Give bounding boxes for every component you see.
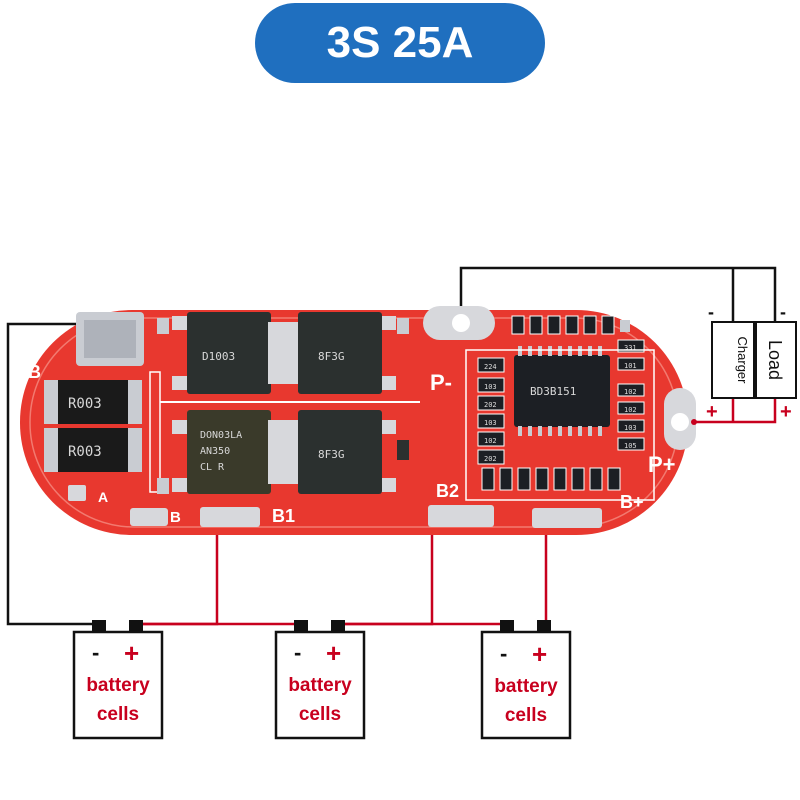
label-b-plus: B+: [620, 492, 644, 512]
svg-text:D1003: D1003: [202, 350, 235, 363]
smd-cap-1: [157, 318, 169, 334]
shunt-resistor-2-label: R003: [68, 444, 102, 460]
load-plus: +: [780, 401, 792, 423]
svg-text:101: 101: [624, 362, 637, 370]
label-b1: B1: [272, 506, 295, 526]
mosfet-area-frame: [149, 371, 161, 493]
smd-top-row: [511, 315, 630, 335]
mosfet-4: 8F3G: [276, 410, 396, 494]
charger: Charger - +: [706, 302, 755, 423]
charger-minus: -: [708, 302, 714, 322]
battery-1-minus: -: [92, 640, 99, 665]
pad-b-plus: [532, 508, 602, 528]
battery-1-plus: +: [124, 638, 139, 668]
load-box: [755, 321, 797, 399]
label-p-minus: P-: [430, 370, 452, 395]
svg-text:103: 103: [484, 419, 497, 427]
svg-text:105: 105: [624, 442, 637, 450]
svg-text:8F3G: 8F3G: [318, 448, 345, 461]
smd-cap-3: [157, 478, 169, 494]
svg-text:102: 102: [484, 437, 497, 445]
title-badge: 3S 25A: [255, 3, 545, 83]
battery-3-line2: cells: [505, 705, 547, 726]
svg-text:103: 103: [624, 424, 637, 432]
svg-text:102: 102: [624, 388, 637, 396]
protection-ic: BD3B151: [514, 355, 610, 427]
shunt-resistor-1-cap-l: [44, 380, 58, 424]
battery-3-minus: -: [500, 641, 507, 666]
hole-p-plus: [671, 413, 689, 431]
battery-3-plus: +: [532, 639, 547, 669]
label-a: A: [98, 489, 108, 505]
svg-text:DON03LA: DON03LA: [200, 430, 242, 441]
load-label: Load: [765, 340, 785, 380]
mosfet-2: 8F3G: [276, 312, 396, 394]
ic-pins-top: [518, 346, 602, 356]
pad-b1: [200, 507, 260, 527]
shunt-resistor-1: [44, 380, 142, 424]
svg-text:224: 224: [484, 363, 497, 371]
wire-b-minus-to-battery1: [6, 322, 100, 626]
page-title: 3S 25A: [326, 18, 474, 67]
svg-text:202: 202: [484, 401, 497, 409]
svg-text:202: 202: [484, 455, 497, 463]
junction-dots: [691, 419, 697, 425]
load: Load - +: [755, 302, 797, 423]
svg-text:CL R: CL R: [200, 462, 225, 473]
pad-b-minus-shade: [84, 320, 136, 358]
mosfet-3: DON03LA AN350 CL R: [172, 410, 290, 494]
wire-p-minus-to-charger-load: [459, 266, 777, 322]
shunt-resistor-2: [44, 428, 142, 472]
pad-a: [68, 485, 86, 501]
load-minus: -: [780, 302, 786, 322]
battery-cell-3: - + battery cells: [480, 620, 572, 740]
mosfet-1: D1003: [172, 312, 290, 394]
shunt-resistor-1-label: R003: [68, 396, 102, 412]
hole-p-minus: [452, 314, 470, 332]
charger-box: [711, 321, 755, 399]
battery-2-line2: cells: [299, 704, 341, 725]
svg-text:102: 102: [624, 406, 637, 414]
smd-left-column: 224 103 202 103 102 202: [477, 357, 505, 465]
battery-2-line1: battery: [288, 675, 352, 696]
svg-text:8F3G: 8F3G: [318, 350, 345, 363]
battery-cell-2: - + battery cells: [274, 620, 366, 740]
battery-1-line2: cells: [97, 704, 139, 725]
smd-bottom-row: [481, 467, 621, 491]
pad-b: [130, 508, 168, 526]
smd-cap-2: [397, 318, 409, 334]
charger-plus: +: [706, 401, 718, 423]
svg-text:331: 331: [624, 344, 637, 352]
ic-pins-bottom: [518, 426, 602, 436]
svg-text:BD3B151: BD3B151: [530, 385, 576, 398]
pad-b2: [428, 505, 494, 527]
smd-right-column: 331 101 102 102 103 105: [617, 339, 645, 451]
battery-3-line1: battery: [494, 676, 558, 697]
black-wires: [6, 266, 777, 626]
smd-cap-4: [397, 440, 409, 460]
label-b-board: B: [28, 362, 41, 382]
pcb-board: B A B B1 B2 P- P+ B+ R003 R003 D1003: [20, 306, 696, 535]
charger-label: Charger: [735, 337, 750, 385]
battery-2-plus: +: [326, 638, 341, 668]
battery-1-line1: battery: [86, 675, 150, 696]
battery-cell-1: - + battery cells: [72, 620, 164, 740]
svg-text:103: 103: [484, 383, 497, 391]
wire-p-plus-to-charger-load: [694, 398, 777, 424]
shunt-resistor-1-cap-r: [128, 380, 142, 424]
svg-text:AN350: AN350: [200, 446, 230, 457]
battery-2-minus: -: [294, 640, 301, 665]
shunt-resistor-2-cap-r: [128, 428, 142, 472]
shunt-resistor-2-cap-l: [44, 428, 58, 472]
label-b-bottom: B: [170, 509, 181, 526]
ic-area-trace: [465, 349, 655, 501]
label-p-plus: P+: [648, 452, 676, 477]
label-b2: B2: [436, 481, 459, 501]
